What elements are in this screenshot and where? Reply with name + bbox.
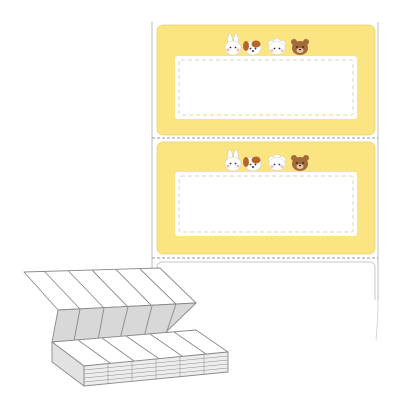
bunny-icon (224, 33, 242, 56)
fanfold-stack (23, 267, 229, 387)
fanfold-stack-edge (51, 341, 85, 387)
label-dashed-frame (178, 175, 354, 233)
label-1 (156, 24, 376, 136)
puppy-icon (243, 40, 262, 56)
label-white-box (175, 56, 357, 119)
animal-row (224, 149, 309, 172)
bunny-icon (224, 149, 242, 172)
animal-row (224, 33, 309, 56)
label-2 (156, 141, 376, 255)
blank-label (156, 261, 376, 300)
label-dashed-frame (178, 59, 354, 116)
lamb-icon (268, 38, 286, 55)
label-3 (156, 261, 376, 300)
label-white-box (175, 172, 357, 236)
puppy-icon (243, 156, 262, 172)
bear-icon (291, 39, 309, 55)
lamb-icon (268, 154, 286, 171)
liner-edge (151, 22, 379, 300)
bear-icon (291, 155, 309, 171)
